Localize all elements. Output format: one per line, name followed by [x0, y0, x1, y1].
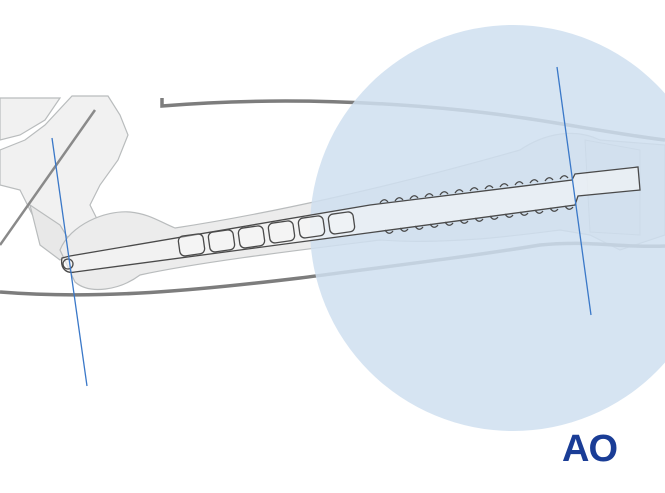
distal-axis-line	[556, 66, 592, 316]
plate-notches	[379, 175, 574, 234]
proximal-axis-line	[51, 137, 88, 387]
ao-logo: AO	[562, 428, 618, 470]
plate-holes	[177, 211, 356, 257]
plate	[60, 166, 641, 274]
highlight-circle	[310, 25, 665, 431]
pelvis	[0, 95, 129, 261]
k-wire	[0, 109, 97, 246]
